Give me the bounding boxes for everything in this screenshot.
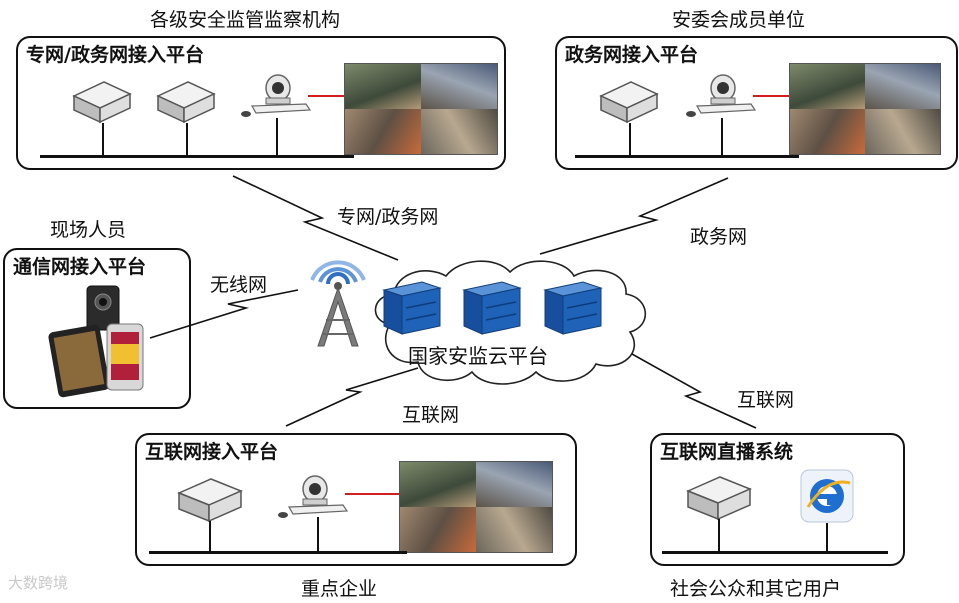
link-label-bottom-center: 互联网	[402, 404, 460, 426]
bus-drop-line	[721, 118, 723, 156]
blue-server-icon	[382, 281, 442, 335]
top-left-caption: 各级安全监管监察机构	[150, 9, 341, 31]
video-conference-terminal-icon	[278, 475, 349, 518]
bus-drop-line	[276, 118, 278, 156]
server-box-icon	[177, 478, 243, 523]
ie-browser-icon	[800, 469, 854, 523]
left-access-platform: 通信网接入平台	[3, 248, 191, 409]
cloud-platform-label: 国家安监云平台	[408, 344, 548, 368]
server-box-icon	[72, 81, 132, 124]
bus-drop-line	[186, 123, 188, 156]
video-link-line	[345, 493, 399, 495]
bus-drop-line	[718, 519, 720, 552]
bus-drop-line	[102, 123, 104, 156]
network-bus-line	[662, 551, 888, 554]
top-right-caption: 安委会成员单位	[672, 9, 806, 31]
site-video-image	[344, 63, 498, 155]
network-bus-line	[575, 155, 799, 158]
bottom-center-platform-title: 互联网接入平台	[145, 441, 279, 463]
top-left-platform-title: 专网/政务网接入平台	[26, 44, 204, 66]
network-bus-line	[149, 551, 407, 554]
link-label-bottom-right: 互联网	[737, 389, 795, 411]
radio-tower-icon	[310, 260, 366, 347]
link-label-top-right: 政务网	[690, 226, 748, 248]
top-right-access-platform: 政务网接入平台	[555, 36, 958, 170]
left-caption: 现场人员	[50, 219, 127, 241]
blue-server-icon	[462, 281, 522, 335]
server-box-icon	[156, 81, 216, 124]
site-video-image	[399, 461, 553, 553]
link-label-top-left: 专网/政务网	[337, 206, 439, 228]
bottom-right-caption: 社会公众和其它用户	[670, 578, 842, 600]
video-link-line	[308, 95, 344, 97]
video-link-line	[753, 95, 789, 97]
bus-drop-line	[629, 123, 631, 156]
left-platform-title: 通信网接入平台	[13, 256, 147, 278]
bottom-right-live-system: 互联网直播系统	[650, 433, 905, 566]
mobile-devices-icon	[48, 285, 144, 398]
video-conference-terminal-icon	[241, 74, 312, 117]
site-video-image	[789, 63, 941, 155]
bus-drop-line	[209, 521, 211, 552]
video-conference-terminal-icon	[686, 74, 757, 117]
top-left-access-platform: 专网/政务网接入平台	[16, 36, 506, 170]
network-bus-line	[40, 155, 354, 158]
watermark: 大数跨境	[8, 574, 69, 592]
bus-drop-line	[826, 523, 828, 552]
bottom-right-platform-title: 互联网直播系统	[660, 441, 794, 463]
bus-drop-line	[317, 517, 319, 552]
blue-server-icon	[543, 281, 603, 335]
bottom-center-access-platform: 互联网接入平台	[135, 433, 577, 566]
bottom-center-caption: 重点企业	[301, 578, 378, 600]
server-box-icon	[599, 81, 659, 124]
top-right-platform-title: 政务网接入平台	[565, 44, 699, 66]
link-label-left: 无线网	[210, 274, 268, 296]
